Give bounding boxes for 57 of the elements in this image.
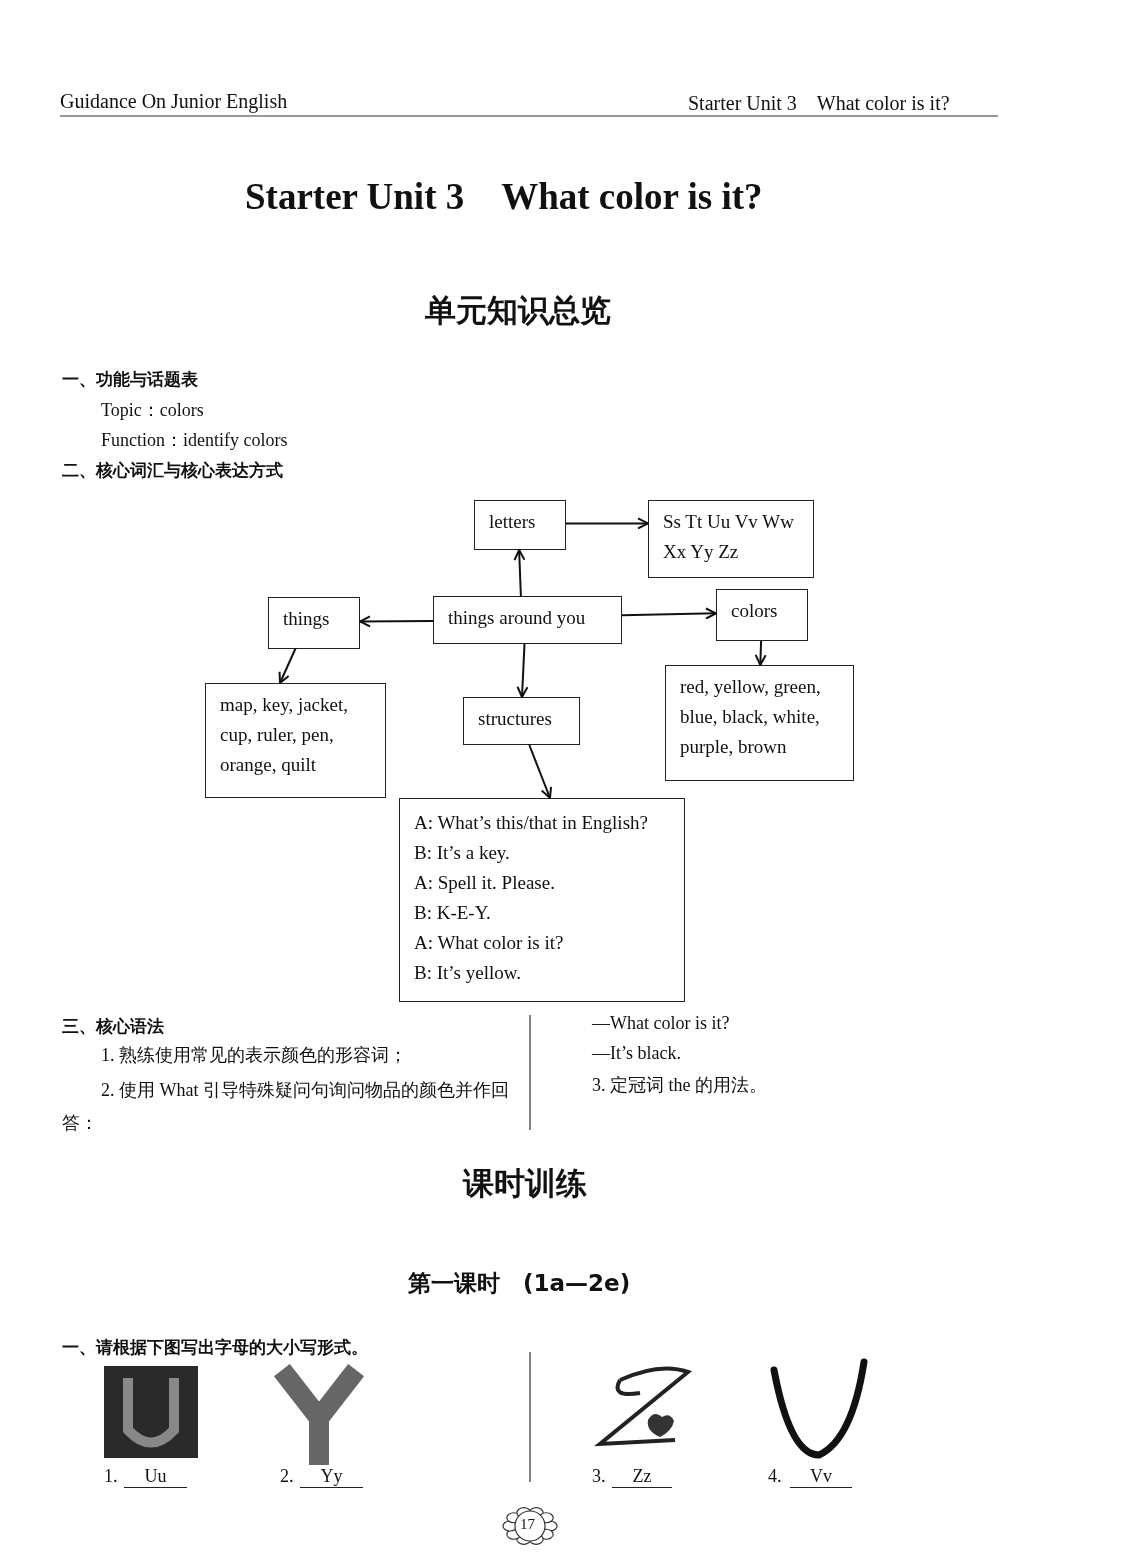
concept-box bbox=[474, 500, 566, 550]
node-text: Ss Tt Uu Vv Ww Xx Yy Zz bbox=[663, 510, 795, 564]
question-number: 1. bbox=[104, 1466, 118, 1487]
arrow bbox=[565, 517, 649, 530]
node-text: structures bbox=[478, 707, 553, 731]
page-title: Starter Unit 3 What color is it? bbox=[245, 175, 763, 219]
arrow bbox=[528, 744, 552, 799]
filled-answer-line: Vv bbox=[790, 1466, 852, 1488]
section-heading: 二、核心词汇与核心表达方式 bbox=[62, 459, 283, 482]
node-text: red, yellow, green, blue, black, white, purple, brown bbox=[680, 675, 822, 759]
section-heading: 课时训练 bbox=[463, 1164, 587, 1203]
dialogue-line: A: What’s this/that in English? bbox=[414, 811, 649, 835]
section-heading: 第一课时 (1a—2e) bbox=[408, 1269, 631, 1298]
arrow bbox=[278, 647, 297, 684]
arrow bbox=[754, 640, 767, 666]
node-text: colors bbox=[731, 599, 779, 623]
question-number: 4. bbox=[768, 1466, 782, 1487]
body-text: 2. 使用 What 引导特殊疑问句询问物品的颜色并作回答： bbox=[62, 1079, 510, 1135]
body-text: —It’s black. bbox=[592, 1043, 681, 1064]
concept-box bbox=[268, 597, 360, 649]
page-number: 17 bbox=[520, 1516, 535, 1533]
concept-box bbox=[716, 589, 808, 641]
arrow bbox=[359, 615, 434, 628]
concept-box bbox=[665, 665, 854, 781]
question-number: 2. bbox=[280, 1466, 294, 1487]
arrow bbox=[516, 643, 529, 698]
concept-box bbox=[463, 697, 580, 745]
dialogue-line: A: Spell it. Please. bbox=[414, 871, 556, 895]
filled-answer-line: Uu bbox=[124, 1466, 187, 1488]
node-text: things around you bbox=[448, 606, 587, 630]
body-text: —What color is it? bbox=[592, 1013, 730, 1034]
section-heading: 三、核心语法 bbox=[62, 1015, 164, 1038]
filled-answer-line: Zz bbox=[612, 1466, 672, 1488]
concept-box bbox=[433, 596, 622, 644]
dialogue-box bbox=[399, 798, 685, 1002]
section-heading: 一、功能与话题表 bbox=[62, 368, 198, 391]
concept-box bbox=[648, 500, 814, 578]
dialogue-line: A: What color is it? bbox=[414, 931, 565, 955]
section-heading: 单元知识总览 bbox=[425, 291, 611, 330]
exercise-instruction: 一、请根据下图写出字母的大小写形式。 bbox=[62, 1336, 368, 1359]
node-text: letters bbox=[489, 510, 537, 534]
node-text: things bbox=[283, 607, 331, 631]
filled-answer-line: Yy bbox=[300, 1466, 363, 1488]
body-text: 3. 定冠词 the 的用法。 bbox=[592, 1074, 767, 1097]
header-text: Starter Unit 3 What color is it? bbox=[688, 91, 950, 116]
question-number: 3. bbox=[592, 1466, 606, 1487]
body-text: Topic：colors bbox=[101, 399, 204, 422]
dialogue-line: B: It’s yellow. bbox=[414, 961, 522, 985]
arrow bbox=[621, 607, 717, 620]
concept-box bbox=[205, 683, 386, 798]
body-text: Function：identify colors bbox=[101, 429, 288, 452]
header-text: Guidance On Junior English bbox=[60, 90, 288, 113]
arrow bbox=[513, 549, 526, 597]
dialogue-line: B: It’s a key. bbox=[414, 841, 511, 865]
body-text: 1. 熟练使用常见的表示颜色的形容词； bbox=[101, 1044, 407, 1067]
node-text: map, key, jacket, cup, ruler, pen, orange, quilt bbox=[220, 693, 350, 777]
dialogue-line: B: K-E-Y. bbox=[414, 901, 492, 925]
